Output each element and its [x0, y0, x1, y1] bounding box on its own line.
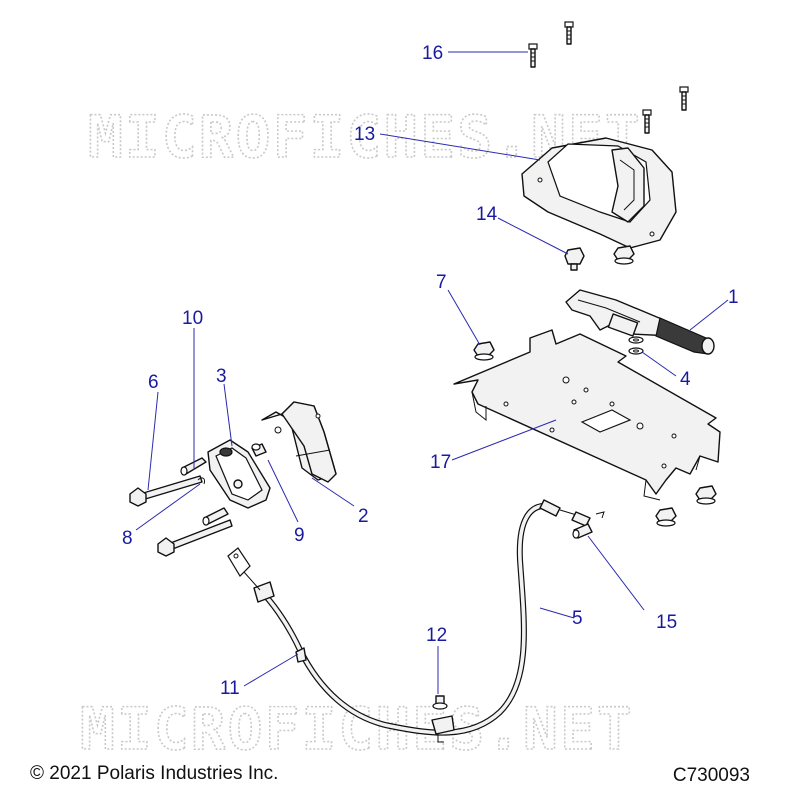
- pins-10: [180, 457, 229, 526]
- cable-pin-15: [572, 523, 593, 539]
- callout-10: 10: [182, 308, 203, 329]
- pin-9: [251, 443, 267, 457]
- leader-lines: [135, 51, 729, 694]
- callout-1: 1: [728, 287, 739, 308]
- callout-15: 15: [656, 612, 677, 633]
- copyright-notice: © 2021 Polaris Industries Inc.: [30, 763, 279, 784]
- callout-14: 14: [476, 204, 498, 225]
- bolt-14: [564, 247, 585, 271]
- screws-16: [528, 21, 689, 134]
- callout-7: 7: [436, 272, 447, 293]
- diagram-code: C730093: [672, 765, 750, 786]
- clip-8: [197, 477, 205, 485]
- brake-lever-1: [565, 289, 715, 355]
- callout-4: 4: [680, 369, 691, 390]
- push-clip-12: [432, 695, 448, 710]
- callout-11: 11: [220, 678, 240, 699]
- mounting-plate-17: [453, 329, 721, 501]
- callout-9: 9: [294, 525, 305, 546]
- callout-16: 16: [422, 43, 443, 64]
- callout-numbers: 16 13 14 1 7 4 17 10 6 3 8 9 2 15 5 12 1…: [122, 43, 739, 699]
- flange-bolts-7: [473, 245, 717, 527]
- watermark-bottom: MICROFICHES.NET: [80, 695, 634, 763]
- callout-12: 12: [426, 625, 447, 646]
- bolts-6: [129, 475, 233, 557]
- brake-cable-5: [227, 499, 605, 743]
- callout-5: 5: [572, 608, 583, 629]
- callout-13: 13: [354, 124, 375, 145]
- pulley-links-3: [207, 439, 271, 509]
- callout-6: 6: [148, 372, 159, 393]
- callout-3: 3: [216, 366, 227, 387]
- callout-8: 8: [122, 528, 133, 549]
- callout-17: 17: [430, 452, 451, 473]
- bracket-2: [261, 401, 337, 483]
- callout-2: 2: [358, 506, 369, 527]
- washers-4: [628, 336, 644, 355]
- boot-cover-13: [521, 137, 677, 249]
